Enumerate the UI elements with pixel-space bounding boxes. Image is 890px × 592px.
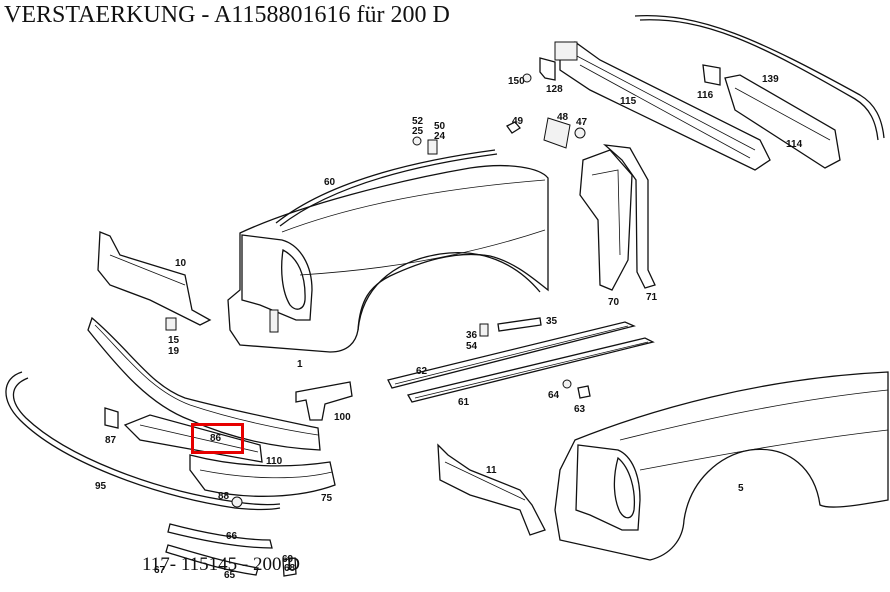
part-moulding-60 (275, 149, 496, 224)
part-sill-61 (407, 337, 655, 403)
label-63: 63 (574, 404, 586, 415)
label-49: 49 (512, 116, 524, 127)
label-48: 48 (557, 112, 569, 123)
part-bracket-100 (295, 381, 353, 421)
label-25: 25 (412, 126, 424, 137)
label-61: 61 (458, 397, 470, 408)
label-69: 69 (282, 554, 294, 565)
footer-model: 117- 115145 - 200 D (142, 554, 300, 575)
part-strip-95 (5, 371, 281, 511)
label-5: 5 (738, 483, 744, 494)
label-65: 65 (224, 570, 236, 581)
label-11: 11 (486, 465, 497, 476)
label-86: 86 (210, 433, 222, 444)
label-19: 19 (168, 346, 180, 357)
part-panel-70 (579, 149, 633, 291)
part-sill-62 (387, 321, 636, 389)
label-15: 15 (168, 335, 180, 346)
part-strip-139 (634, 14, 885, 139)
page-title: VERSTAERKUNG - A1158801616 für 200 D (4, 2, 450, 28)
label-150: 150 (508, 76, 525, 87)
label-88: 88 (218, 491, 230, 502)
label-1: 1 (297, 359, 303, 370)
part-rail-114 (724, 74, 841, 169)
label-71: 71 (646, 292, 658, 303)
label-64: 64 (548, 390, 560, 401)
label-50: 50 (434, 121, 446, 132)
label-110: 110 (266, 456, 283, 467)
label-62: 62 (416, 366, 428, 377)
part-panel-71 (603, 144, 656, 289)
label-100: 100 (334, 412, 351, 423)
part-apron-10 (97, 231, 212, 326)
label-47: 47 (576, 117, 588, 128)
label-114: 114 (786, 139, 803, 150)
highlight-box (191, 423, 244, 454)
label-70: 70 (608, 297, 620, 308)
label-115: 115 (620, 96, 637, 107)
part-bumper-75 (189, 454, 336, 497)
label-116: 116 (697, 90, 714, 101)
label-10: 10 (175, 258, 187, 269)
label-24: 24 (434, 131, 446, 142)
part-body-1 (227, 164, 549, 353)
label-66: 66 (226, 531, 238, 542)
part-reinforcement-86 (123, 414, 263, 463)
part-bumper-upper (87, 316, 321, 451)
label-54: 54 (466, 341, 478, 352)
label-68: 68 (284, 563, 296, 574)
label-67: 67 (154, 565, 166, 576)
label-87: 87 (105, 435, 117, 446)
label-75: 75 (321, 493, 333, 504)
label-52: 52 (412, 116, 424, 127)
part-body-5 (554, 371, 889, 561)
label-60: 60 (324, 177, 336, 188)
label-36: 36 (466, 330, 478, 341)
label-35: 35 (546, 316, 558, 327)
label-128: 128 (546, 84, 563, 95)
label-139: 139 (762, 74, 779, 85)
part-rail-115 (559, 41, 771, 171)
label-95: 95 (95, 481, 107, 492)
part-panel-11 (437, 443, 546, 536)
